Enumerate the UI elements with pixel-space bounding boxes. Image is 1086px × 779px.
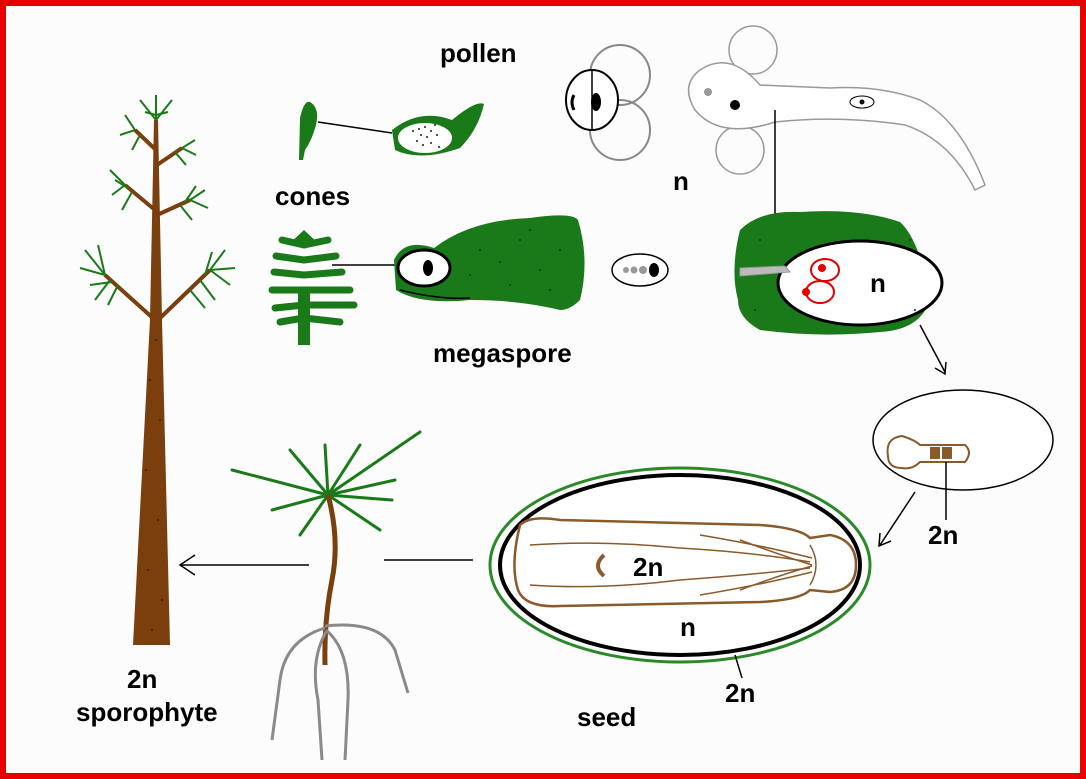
label-sporophyte: sporophyte (76, 697, 218, 727)
early-embryo (873, 390, 1053, 520)
label-pollen: pollen (440, 38, 517, 68)
seed (490, 468, 870, 678)
label-2n-early-embryo: 2n (928, 520, 958, 550)
label-2n-embryo: 2n (633, 552, 663, 582)
pollen-cone (299, 102, 484, 160)
label-n-pollen: n (673, 166, 689, 196)
label-n-endosperm: n (680, 612, 696, 642)
diagram-canvas: pollen n cones megaspore n 2n 2n n 2n se… (6, 6, 1080, 773)
megasporangium (394, 215, 585, 310)
mature-tree (80, 95, 235, 645)
label-2n-seed-coat: 2n (725, 678, 755, 708)
label-seed: seed (577, 702, 636, 732)
ovulate-cone (272, 230, 396, 345)
ovule-fertilization (734, 211, 942, 334)
label-n-ovule: n (870, 268, 886, 298)
label-2n-sporophyte: 2n (127, 664, 157, 694)
pollen-grain (566, 45, 650, 160)
label-cones: cones (275, 181, 350, 211)
label-megaspore: megaspore (433, 338, 572, 368)
megaspore-cells (612, 254, 668, 286)
seedling (232, 432, 420, 760)
